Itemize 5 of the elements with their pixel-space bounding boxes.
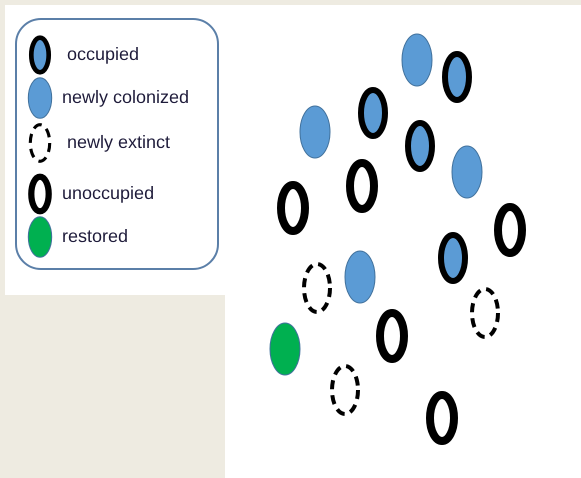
legend-label: unoccupied: [62, 182, 154, 204]
legend-label: occupied: [67, 43, 140, 65]
legend-label: restored: [62, 225, 128, 247]
legend-label: newly colonized: [62, 86, 190, 108]
legend-label: newly extinct: [67, 131, 170, 153]
